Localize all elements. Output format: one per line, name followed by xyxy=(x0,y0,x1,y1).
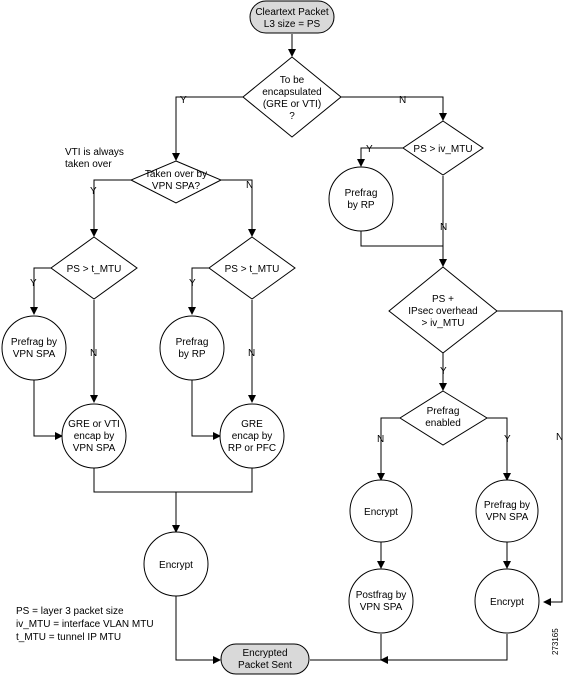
decision-takenover-line-1: Taken over by xyxy=(145,169,207,180)
label-overhead-no: N xyxy=(556,432,563,443)
vti-note-line-1: VTI is always xyxy=(65,147,124,158)
edge-tmtu-left-yes xyxy=(30,267,51,315)
edge-prefrag-rp-to-gre xyxy=(191,380,221,440)
decision-ps-gt-t-mtu-left: PS > t_MTU xyxy=(50,236,138,300)
encrypt-right-mid-text: Encrypt xyxy=(364,507,398,518)
edge-encap-yes xyxy=(172,96,243,161)
label-prefrag-enabled-no: N xyxy=(377,434,384,445)
edge-overhead-no xyxy=(497,310,563,606)
process-prefrag-by-rp-top: Prefrag by RP xyxy=(328,166,394,232)
figure-id: 273165 xyxy=(551,628,560,655)
process-prefrag-by-vpn-spa-right: Prefrag by VPN SPA xyxy=(475,479,539,543)
prefrag-rp-mid-line-1: Prefrag xyxy=(176,337,209,348)
edge-tmtu-right-yes xyxy=(188,267,209,315)
process-postfrag-by-vpn-spa: Postfrag by VPN SPA xyxy=(348,568,414,634)
label-takenover-yes: Y xyxy=(90,186,97,197)
label-prefrag-enabled-yes: Y xyxy=(504,434,511,445)
label-encap-no: N xyxy=(399,95,406,106)
decision-prefrag-enabled-line-1: Prefrag xyxy=(427,406,460,417)
edge-takenover-no xyxy=(221,179,256,237)
prefrag-vpnspa-left-line-2: VPN SPA xyxy=(13,349,56,360)
edge-ivmtu-yes xyxy=(357,147,403,167)
edge-encap-merge xyxy=(93,468,253,493)
decision-tmtu-right-text: PS > t_MTU xyxy=(225,264,280,275)
process-gre-or-vti-encap: GRE or VTI encap by VPN SPA xyxy=(61,403,127,469)
encrypt-right-bottom-text: Encrypt xyxy=(490,597,524,608)
label-tmtu-left-yes: Y xyxy=(30,278,37,289)
decision-tmtu-left-text: PS > t_MTU xyxy=(67,264,122,275)
edge-prefrag-enabled-yes xyxy=(487,417,511,481)
process-gre-encap: GRE encap by RP or PFC xyxy=(219,403,285,469)
process-prefrag-by-rp-mid: Prefrag by RP xyxy=(159,315,225,381)
decision-taken-over: Taken over by VPN SPA? xyxy=(129,160,223,204)
decision-ps-gt-t-mtu-right: PS > t_MTU xyxy=(208,236,296,300)
vti-note-line-2: taken over xyxy=(65,159,112,170)
decision-to-be-encapsulated: To be encapsulated (GRE or VTI) ? xyxy=(242,56,342,138)
process-prefrag-by-vpn-spa-left: Prefrag by VPN SPA xyxy=(1,315,67,381)
start-line-1: Cleartext Packet xyxy=(255,7,329,18)
label-ivmtu-yes: Y xyxy=(366,144,373,155)
gre-encap-line-2: encap by xyxy=(232,431,273,442)
gre-encap-line-3: RP or PFC xyxy=(228,443,276,454)
postfrag-line-2: VPN SPA xyxy=(360,602,403,613)
decision-encap-line-3: (GRE or VTI) xyxy=(263,99,321,110)
legend-line-1: PS = layer 3 packet size xyxy=(16,606,124,617)
end-line-1: Encrypted xyxy=(242,648,287,659)
label-ivmtu-no: N xyxy=(440,222,447,233)
edge-prefrag-enabled-no xyxy=(377,417,400,481)
label-tmtu-left-no: N xyxy=(90,348,97,359)
prefrag-vpnspa-right-line-2: VPN SPA xyxy=(486,512,529,523)
edge-encrypt-bottom-to-end xyxy=(380,634,508,664)
label-tmtu-right-yes: Y xyxy=(189,278,196,289)
end-terminal: Encrypted Packet Sent xyxy=(220,643,310,675)
process-encrypt-center: Encrypt xyxy=(143,531,209,597)
decision-encap-line-2: encapsulated xyxy=(262,87,322,98)
prefrag-vpnspa-left-line-1: Prefrag by xyxy=(11,337,57,348)
encrypt-center-text: Encrypt xyxy=(159,560,193,571)
decision-encap-line-4: ? xyxy=(289,111,295,122)
edge-encrypt-to-end xyxy=(175,596,221,664)
edge-prefrag-rp-join xyxy=(360,230,443,247)
legend: PS = layer 3 packet size iv_MTU = interf… xyxy=(16,606,154,643)
decision-prefrag-enabled: Prefrag enabled xyxy=(399,390,488,446)
vti-note: VTI is always taken over xyxy=(65,147,124,170)
gre-encap-line-1: GRE xyxy=(241,419,263,430)
process-encrypt-right-mid: Encrypt xyxy=(349,479,413,543)
prefrag-rp-top-line-1: Prefrag xyxy=(345,188,378,199)
decision-overhead-line-3: > iv_MTU xyxy=(421,318,464,329)
decision-overhead-line-1: PS + xyxy=(432,294,454,305)
label-takenover-no: N xyxy=(246,180,253,191)
start-terminal: Cleartext Packet L3 size = PS xyxy=(249,0,335,34)
gre-vti-encap-line-2: encap by xyxy=(74,431,115,442)
start-line-2: L3 size = PS xyxy=(264,19,321,30)
label-encap-yes: Y xyxy=(180,95,187,106)
decision-overhead-line-2: IPsec overhead xyxy=(408,306,478,317)
end-line-2: Packet Sent xyxy=(238,660,292,671)
edge-takenover-yes xyxy=(90,179,131,237)
prefrag-rp-top-line-2: by RP xyxy=(347,200,375,211)
decision-takenover-line-2: VPN SPA? xyxy=(152,181,201,192)
connectors xyxy=(30,34,563,664)
decision-ps-gt-iv-mtu: PS > iv_MTU xyxy=(402,120,484,176)
edge-encap-no xyxy=(341,96,447,121)
prefrag-rp-mid-line-2: by RP xyxy=(178,349,206,360)
legend-line-3: t_MTU = tunnel IP MTU xyxy=(16,632,121,643)
decision-encap-line-1: To be xyxy=(280,75,305,86)
edge-postfrag-to-end xyxy=(310,634,382,661)
label-tmtu-right-no: N xyxy=(248,348,255,359)
decision-prefrag-enabled-line-2: enabled xyxy=(425,418,461,429)
gre-vti-encap-line-1: GRE or VTI xyxy=(68,419,120,430)
edge-labels: Y N Y N Y N Y N Y N Y N N Y xyxy=(30,95,563,445)
edge-prefrag-left-to-encap xyxy=(33,380,63,440)
process-encrypt-right-bottom: Encrypt xyxy=(474,568,540,634)
gre-vti-encap-line-3: VPN SPA xyxy=(73,443,116,454)
decision-ivmtu-text: PS > iv_MTU xyxy=(413,144,472,155)
prefrag-vpnspa-right-line-1: Prefrag by xyxy=(484,500,530,511)
postfrag-line-1: Postfrag by xyxy=(356,590,407,601)
decision-ps-plus-ipsec-overhead: PS + IPsec overhead > iv_MTU xyxy=(388,266,498,354)
legend-line-2: iv_MTU = interface VLAN MTU xyxy=(16,619,154,630)
label-overhead-yes: Y xyxy=(440,366,447,377)
